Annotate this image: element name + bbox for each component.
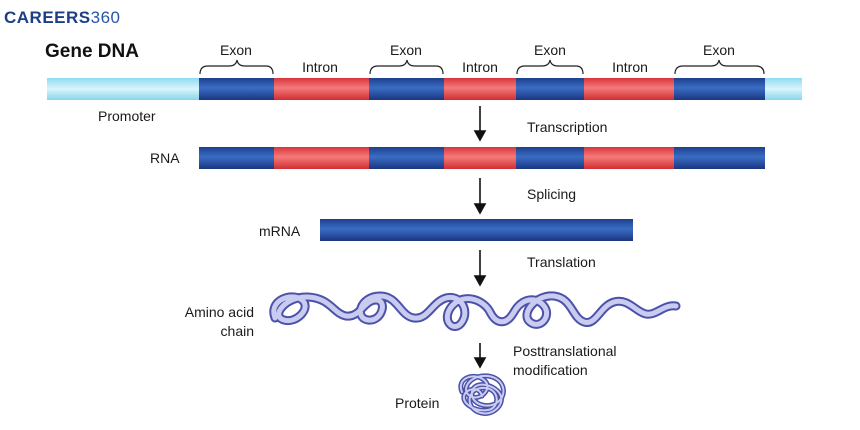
segment-label-intron-1: Intron [302, 59, 338, 75]
translation-arrow [473, 250, 487, 287]
dna-exon-4 [674, 78, 765, 100]
process-arrows [473, 106, 487, 369]
segment-label-exon-4: Exon [703, 42, 735, 58]
diagram-title: Gene DNA [45, 41, 139, 62]
dna-exon-2 [369, 78, 444, 100]
dna-intron-1 [274, 78, 369, 100]
rna-intron-3 [584, 147, 674, 169]
segment-label-intron-2: Intron [462, 59, 498, 75]
careers360-logo: CAREERS360 [4, 8, 121, 28]
amino-acid-chain [269, 291, 681, 331]
promoter-label: Promoter [98, 108, 156, 124]
posttranslational-label-line2: modification [513, 362, 588, 378]
downstream-region [765, 78, 802, 100]
protein-label: Protein [395, 395, 440, 411]
exon-brace-4 [674, 59, 765, 75]
mrna-label: mRNA [259, 223, 301, 239]
splicing-arrow [473, 178, 487, 215]
amino-acid-chain-label-line1: Amino acid [184, 304, 254, 320]
segment-label-exon-2: Exon [390, 42, 422, 58]
dna-exon-1 [199, 78, 274, 100]
rna-exon-2 [369, 147, 444, 169]
translation-label: Translation [527, 254, 596, 270]
rna-strand [199, 147, 765, 169]
exon-braces [199, 59, 765, 75]
modification-arrow [473, 343, 487, 369]
transcription-arrow [473, 106, 487, 142]
rna-exon-4 [674, 147, 765, 169]
transcription-label: Transcription [527, 119, 608, 135]
exon-brace-3 [516, 59, 584, 75]
amino-acid-chain-label-line2: chain [220, 323, 254, 339]
rna-exon-1 [199, 147, 274, 169]
dna-exon-3 [516, 78, 584, 100]
rna-intron-2 [444, 147, 516, 169]
rna-exon-3 [516, 147, 584, 169]
mrna-strand [320, 219, 633, 241]
protein-globule [458, 373, 506, 416]
exon-brace-1 [199, 59, 274, 75]
exon-brace-2 [369, 59, 444, 75]
logo-text: CAREERS [4, 8, 91, 27]
segment-label-exon-3: Exon [534, 42, 566, 58]
segment-label-intron-3: Intron [612, 59, 648, 75]
rna-label: RNA [150, 150, 180, 166]
segment-label-exon-1: Exon [220, 42, 252, 58]
splicing-label: Splicing [527, 186, 577, 202]
dna-strand [47, 78, 802, 100]
dna-intron-2 [444, 78, 516, 100]
promoter-region [47, 78, 199, 100]
posttranslational-label-line1: Posttranslational [513, 343, 617, 359]
logo-number: 360 [90, 8, 121, 27]
rna-intron-1 [274, 147, 369, 169]
dna-intron-3 [584, 78, 674, 100]
